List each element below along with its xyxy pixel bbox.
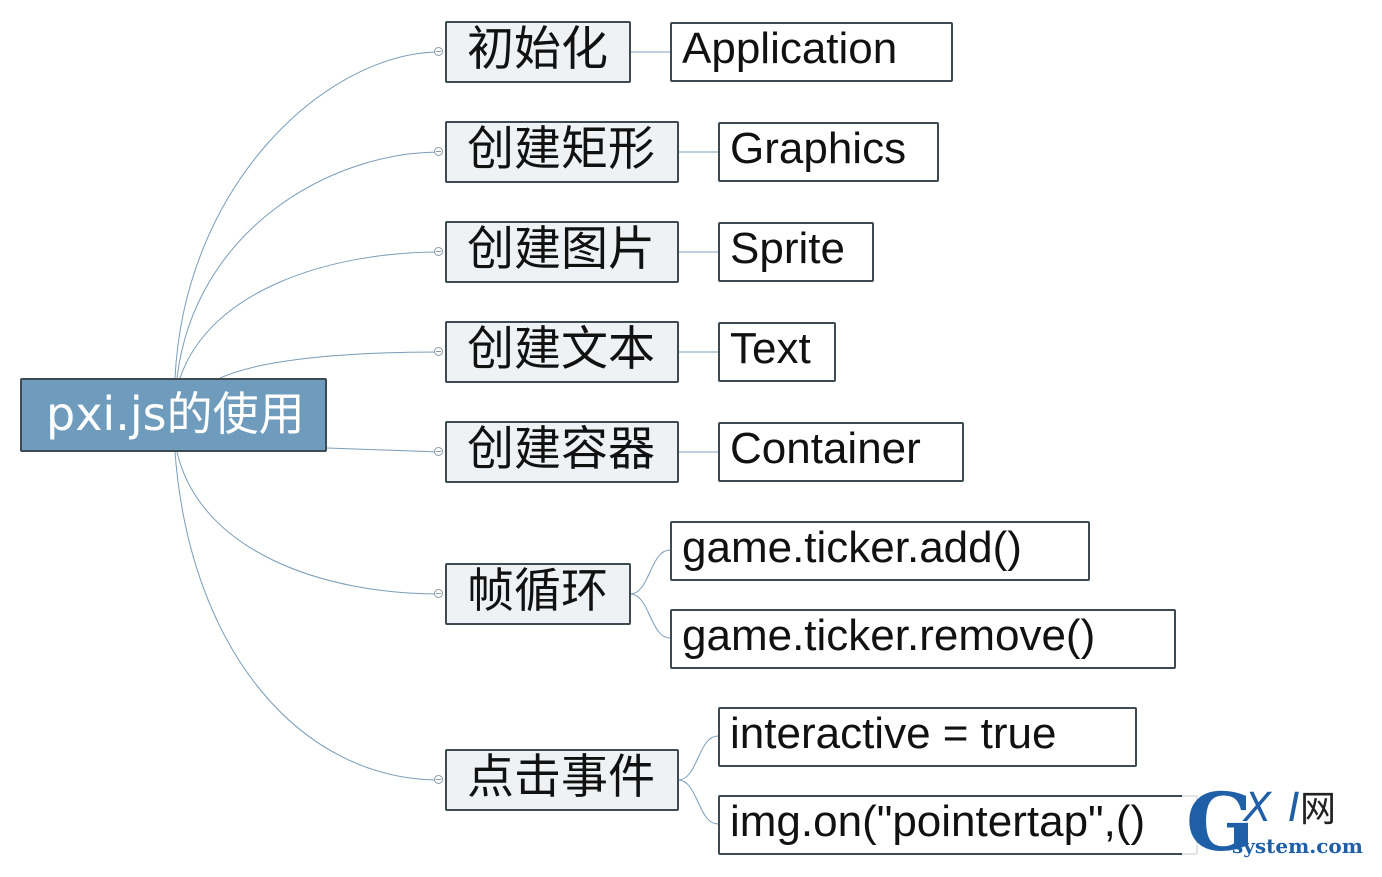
leaf-node-graphics[interactable]: Graphics [718, 122, 939, 182]
leaf-label: game.ticker.remove() [682, 611, 1096, 660]
branch-label: 初始化 [467, 22, 608, 77]
leaf-node-ticker-remove[interactable]: game.ticker.remove() [670, 609, 1176, 669]
connector-root-b0 [174, 51, 441, 379]
leaf-node-pointertap[interactable]: img.on("pointertap",() [718, 795, 1198, 855]
branch-node-container[interactable]: 创建容器 [445, 421, 679, 483]
connector-root-b5 [176, 451, 441, 595]
leaf-node-container[interactable]: Container [718, 422, 964, 482]
branch-node-image[interactable]: 创建图片 [445, 221, 679, 283]
watermark-xi-glyph: X I [1244, 785, 1302, 831]
root-label: pxi.js的使用 [46, 387, 305, 441]
leaf-label: Sprite [730, 224, 845, 273]
connector-b5-c1 [629, 593, 671, 639]
connector-b5-c0 [629, 549, 671, 595]
connector-root-b3 [219, 351, 441, 379]
watermark-g-glyph: G [1186, 775, 1255, 869]
leaf-label: Text [730, 324, 811, 373]
branch-label: 点击事件 [467, 750, 655, 805]
leaf-node-ticker-add[interactable]: game.ticker.add() [670, 521, 1090, 581]
leaf-node-application[interactable]: Application [670, 22, 953, 82]
connector-root-b6 [174, 451, 441, 781]
leaf-label: Application [682, 24, 898, 73]
leaf-label: game.ticker.add() [682, 523, 1022, 572]
branch-node-rect[interactable]: 创建矩形 [445, 121, 679, 183]
branch-label: 帧循环 [467, 564, 608, 619]
branch-node-text[interactable]: 创建文本 [445, 321, 679, 383]
collapse-toggle-icon[interactable] [434, 147, 443, 156]
collapse-toggle-icon[interactable] [434, 47, 443, 56]
leaf-node-sprite[interactable]: Sprite [718, 222, 874, 282]
collapse-toggle-icon[interactable] [434, 447, 443, 456]
collapse-toggle-icon[interactable] [434, 347, 443, 356]
connector-root-b4 [326, 447, 441, 453]
connector-root-b1 [176, 151, 441, 379]
branch-node-frame-loop[interactable]: 帧循环 [445, 563, 631, 625]
connector-b6-c0 [677, 735, 719, 781]
root-node[interactable]: pxi.js的使用 [20, 378, 327, 452]
leaf-label: interactive = true [730, 709, 1057, 758]
leaf-label: img.on("pointertap",() [730, 797, 1146, 846]
collapse-toggle-icon[interactable] [434, 775, 443, 784]
collapse-toggle-icon[interactable] [434, 247, 443, 256]
branch-label: 创建图片 [467, 222, 655, 277]
branch-node-click-event[interactable]: 点击事件 [445, 749, 679, 811]
collapse-toggle-icon[interactable] [434, 589, 443, 598]
connector-root-b2 [179, 251, 441, 379]
branch-label: 创建文本 [467, 322, 655, 377]
branch-label: 创建矩形 [467, 122, 655, 177]
watermark-logo: G X I 网 system.com [1182, 778, 1382, 877]
leaf-node-interactive[interactable]: interactive = true [718, 707, 1137, 767]
branch-node-init[interactable]: 初始化 [445, 21, 631, 83]
leaf-label: Graphics [730, 124, 907, 173]
watermark-domain: system.com [1232, 834, 1363, 858]
leaf-node-text[interactable]: Text [718, 322, 836, 382]
watermark-net-glyph: 网 [1300, 789, 1337, 830]
leaf-label: Container [730, 424, 921, 473]
branch-label: 创建容器 [467, 422, 655, 477]
connector-b6-c1 [677, 779, 719, 825]
